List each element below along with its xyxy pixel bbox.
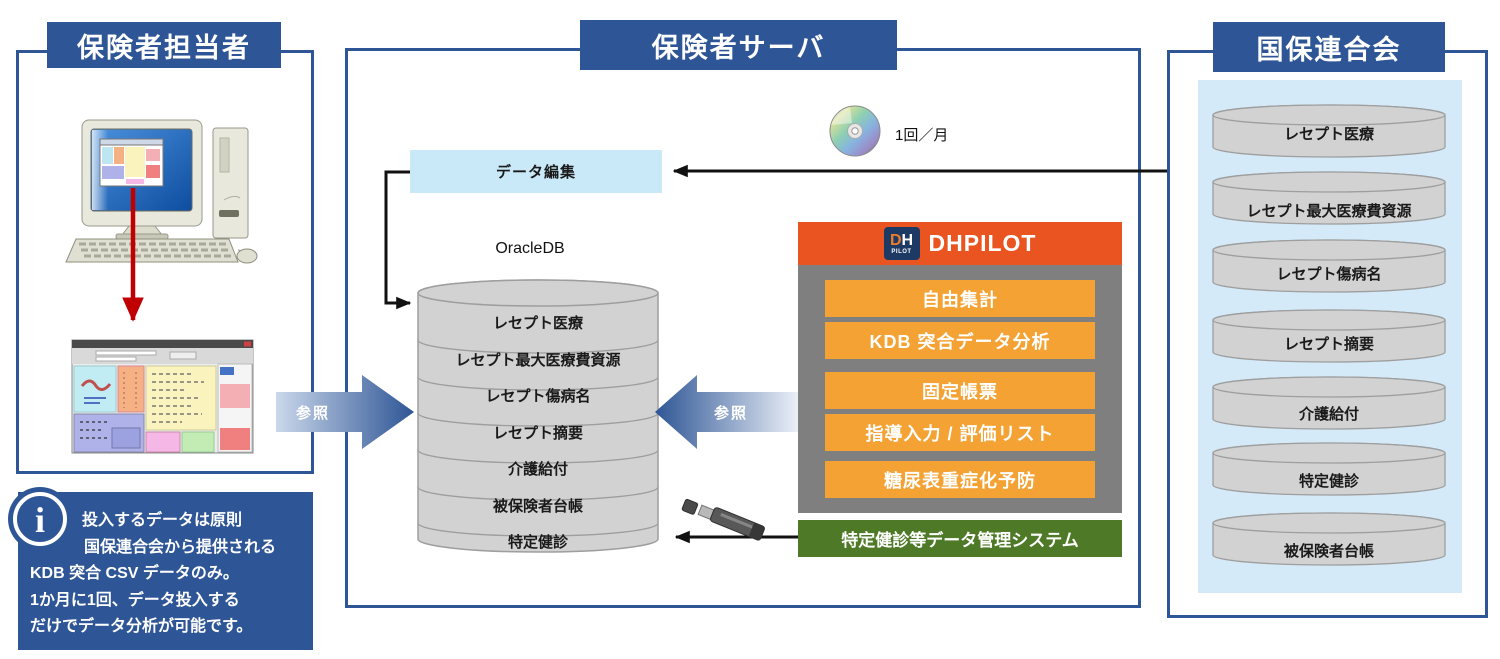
db-row: 介護給付 — [507, 461, 568, 478]
insurer-staff-title-text: 保険者担当者 — [77, 32, 251, 63]
info-line: 国保連合会から提供される — [84, 538, 277, 556]
federation-db-row: レセプト摘要 — [1283, 336, 1374, 353]
insurer-server-title-text: 保険者サーバ — [651, 32, 826, 63]
federation-db-row: レセプト傷病名 — [1276, 266, 1382, 283]
db-row: 被保険者台帳 — [492, 498, 583, 515]
dhpilot-logo-icon: DH PILOT — [883, 227, 920, 260]
info-line: 1か月に1回、データ投入する — [30, 591, 240, 609]
federation-db-row: レセプト最大医療費資源 — [1246, 203, 1412, 220]
data-edit-box: データ編集 — [410, 150, 662, 193]
db-row: レセプト傷病名 — [485, 388, 591, 405]
dhpilot-header: DH PILOT DHPILOT — [798, 222, 1122, 265]
dhpilot-box: DH PILOT DHPILOT 自由集計 KDB 突合データ分析 固定帳票 指… — [798, 222, 1122, 513]
insurer-server-panel-title: 保険者サーバ — [580, 20, 897, 70]
oracledb-label: OracleDB — [495, 240, 565, 257]
insurer-staff-panel-title: 保険者担当者 — [47, 22, 281, 68]
info-line: KDB 突合 CSV データのみ。 — [30, 565, 239, 582]
info-line: だけでデータ分析が可能です。 — [30, 618, 253, 635]
info-line: 投入するデータは原則 — [82, 512, 243, 529]
db-row: レセプト最大医療費資源 — [455, 352, 621, 369]
dhpilot-menu-free-tally[interactable]: 自由集計 — [825, 280, 1095, 317]
db-row: レセプト医療 — [492, 315, 583, 332]
kenshin-data-system-box: 特定健診等データ管理システム — [798, 520, 1122, 557]
db-row: レセプト摘要 — [492, 425, 583, 442]
info-icon-ring — [13, 492, 67, 546]
federation-db-row: レセプト医療 — [1283, 126, 1374, 143]
dhpilot-menu-fixed-forms[interactable]: 固定帳票 — [825, 372, 1095, 409]
ref-label-left: 参照 — [296, 405, 331, 422]
ref-label-right: 参照 — [714, 405, 749, 422]
federation-db-row: 被保険者台帳 — [1283, 543, 1374, 560]
dhpilot-menu-kdb-analysis[interactable]: KDB 突合データ分析 — [825, 322, 1095, 359]
info-icon-glyph: i — [34, 500, 45, 540]
federation-db-row: 特定健診 — [1298, 473, 1359, 490]
federation-db-row: 介護給付 — [1298, 406, 1359, 423]
cd-frequency-label: 1回／月 — [895, 127, 949, 144]
dhpilot-menu-guidance-input[interactable]: 指導入力 / 評価リスト — [825, 414, 1095, 451]
kokuho-federation-panel-title: 国保連合会 — [1213, 22, 1445, 72]
db-row: 特定健診 — [507, 534, 568, 551]
kokuho-federation-title-text: 国保連合会 — [1256, 34, 1402, 65]
dhpilot-logo-top: H — [901, 231, 914, 249]
dhpilot-menu-diabetes-prevention[interactable]: 糖尿表重症化予防 — [825, 461, 1095, 498]
dhpilot-body: 自由集計 KDB 突合データ分析 固定帳票 指導入力 / 評価リスト 糖尿表重症… — [798, 265, 1122, 513]
dhpilot-logo-bottom: PILOT — [891, 248, 912, 255]
info-icon: i — [8, 487, 72, 551]
dhpilot-title: DHPILOT — [928, 230, 1037, 256]
insurer-staff-panel — [16, 50, 314, 474]
